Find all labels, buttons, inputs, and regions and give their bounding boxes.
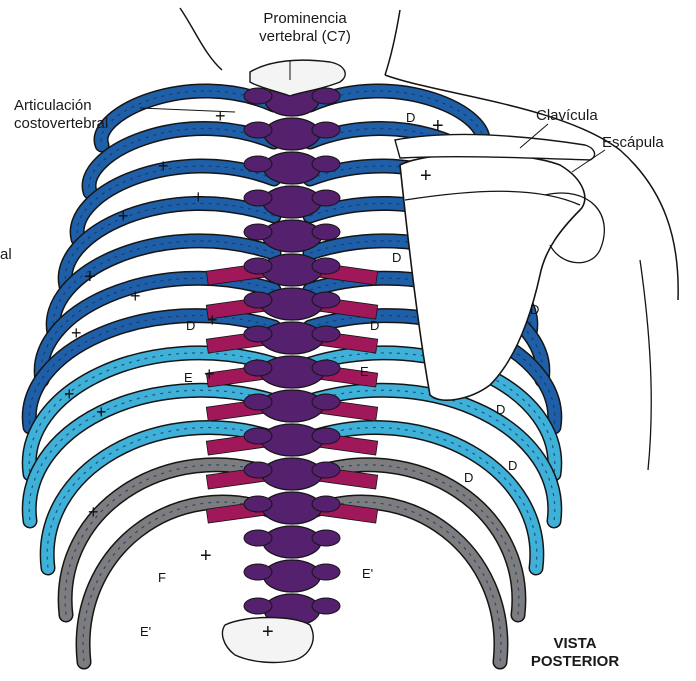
rib-mark-2: D bbox=[406, 110, 415, 125]
vista-label-line1: VISTA bbox=[520, 635, 630, 653]
rib-mark-23: D bbox=[508, 458, 517, 473]
articulacion-label-line1: Articulación bbox=[14, 97, 108, 115]
rib-mark-26: F bbox=[158, 570, 166, 585]
rib-mark-13: D bbox=[370, 318, 379, 333]
vertebra-7-right-process bbox=[312, 292, 340, 308]
clavicle bbox=[395, 135, 595, 160]
vertebra-13-right-process bbox=[312, 496, 340, 512]
rib-mark-17: + bbox=[204, 364, 215, 384]
cut-off-label: al bbox=[0, 246, 12, 264]
rib-mark-19: + bbox=[64, 384, 75, 404]
vertebra-15-body bbox=[264, 560, 321, 592]
vertebra-11-right-process bbox=[312, 428, 340, 444]
vertebra-2-body bbox=[264, 118, 320, 150]
vertebra-8-left-process bbox=[244, 326, 272, 342]
clavicula-label: Clavícula bbox=[536, 107, 598, 125]
vertebra-5-right-process bbox=[312, 224, 340, 240]
articulacion-label: Articulación costovertebral bbox=[14, 97, 108, 133]
rib-mark-27: E' bbox=[362, 566, 373, 581]
prominencia-label-line2: vertebral (C7) bbox=[240, 28, 370, 46]
vertebra-9-left-process bbox=[244, 360, 272, 376]
rib-mark-12: + bbox=[207, 310, 218, 330]
neck-outline-right bbox=[385, 10, 400, 75]
rib-mark-28: + bbox=[262, 621, 274, 643]
rib-mark-7: + bbox=[118, 206, 129, 226]
rib-mark-5: + bbox=[420, 165, 432, 187]
neck-outline-left bbox=[180, 8, 222, 70]
rib-mark-3: + bbox=[432, 115, 444, 137]
vertebra-13-left-process bbox=[244, 496, 272, 512]
vertebra-12-left-process bbox=[244, 462, 272, 478]
arm-outline-right bbox=[640, 260, 651, 470]
rib-mark-15: D bbox=[530, 302, 539, 317]
rib-mark-14: + bbox=[71, 323, 82, 343]
vertebra-11-left-process bbox=[244, 428, 272, 444]
vertebra-14-left-process bbox=[244, 530, 272, 546]
rib-mark-29: E' bbox=[140, 624, 151, 639]
rib-mark-6: + bbox=[193, 187, 204, 207]
prominencia-label-line1: Prominencia bbox=[240, 10, 370, 28]
rib-mark-21: + bbox=[96, 402, 107, 422]
rib-mark-8: D bbox=[392, 250, 401, 265]
rib-12-right-outline bbox=[310, 502, 501, 662]
rib-mark-22: D bbox=[464, 470, 473, 485]
rib-mark-18: E bbox=[360, 364, 369, 379]
escapula-label: Escápula bbox=[602, 134, 664, 152]
rib-mark-10: + bbox=[130, 286, 141, 306]
vertebra-9-right-process bbox=[312, 360, 340, 376]
vertebra-8-right-process bbox=[312, 326, 340, 342]
vertebra-15-left-process bbox=[244, 564, 272, 580]
vertebra-16-right-process bbox=[312, 598, 340, 614]
vertebra-14-body bbox=[263, 526, 321, 558]
rib-12-right-shading bbox=[310, 502, 501, 662]
rib-mark-4: + bbox=[158, 156, 169, 176]
vertebra-4-left-process bbox=[244, 190, 272, 206]
vertebra-4-body bbox=[263, 186, 321, 218]
rib-12-right bbox=[310, 502, 501, 662]
articulacion-label-line2: costovertebral bbox=[14, 115, 108, 133]
vertebra-1-left-process bbox=[244, 88, 272, 104]
vertebra-3-left-process bbox=[244, 156, 272, 172]
vertebra-10-right-process bbox=[312, 394, 340, 410]
vertebra-16-left-process bbox=[244, 598, 272, 614]
vista-posterior-label: VISTA POSTERIOR bbox=[520, 635, 630, 671]
rib-mark-9: + bbox=[84, 266, 96, 288]
rib-mark-11: D bbox=[186, 318, 195, 333]
vertebra-2-left-process bbox=[244, 122, 272, 138]
vertebra-3-right-process bbox=[312, 156, 340, 172]
vertebra-7-left-process bbox=[244, 292, 272, 308]
vertebra-5-body bbox=[262, 220, 321, 252]
vertebra-5-left-process bbox=[244, 224, 272, 240]
vertebra-6-right-process bbox=[312, 258, 340, 274]
vertebra-3-body bbox=[264, 152, 321, 184]
vertebra-10-left-process bbox=[244, 394, 272, 410]
vertebra-14-right-process bbox=[312, 530, 340, 546]
vista-label-line2: POSTERIOR bbox=[520, 653, 630, 671]
rib-mark-24: + bbox=[88, 502, 99, 522]
vertebra-15-right-process bbox=[312, 564, 340, 580]
rib-mark-1: + bbox=[215, 106, 226, 126]
vertebra-4-right-process bbox=[312, 190, 340, 206]
rib-mark-20: D bbox=[496, 402, 505, 417]
vertebra-6-left-process bbox=[244, 258, 272, 274]
vertebra-13-body bbox=[262, 492, 321, 524]
rib-mark-16: E bbox=[184, 370, 193, 385]
vertebra-12-right-process bbox=[312, 462, 340, 478]
vertebra-1-right-process bbox=[312, 88, 340, 104]
rib-mark-25: + bbox=[200, 545, 212, 567]
vertebra-2-right-process bbox=[312, 122, 340, 138]
prominencia-label: Prominencia vertebral (C7) bbox=[240, 10, 370, 46]
